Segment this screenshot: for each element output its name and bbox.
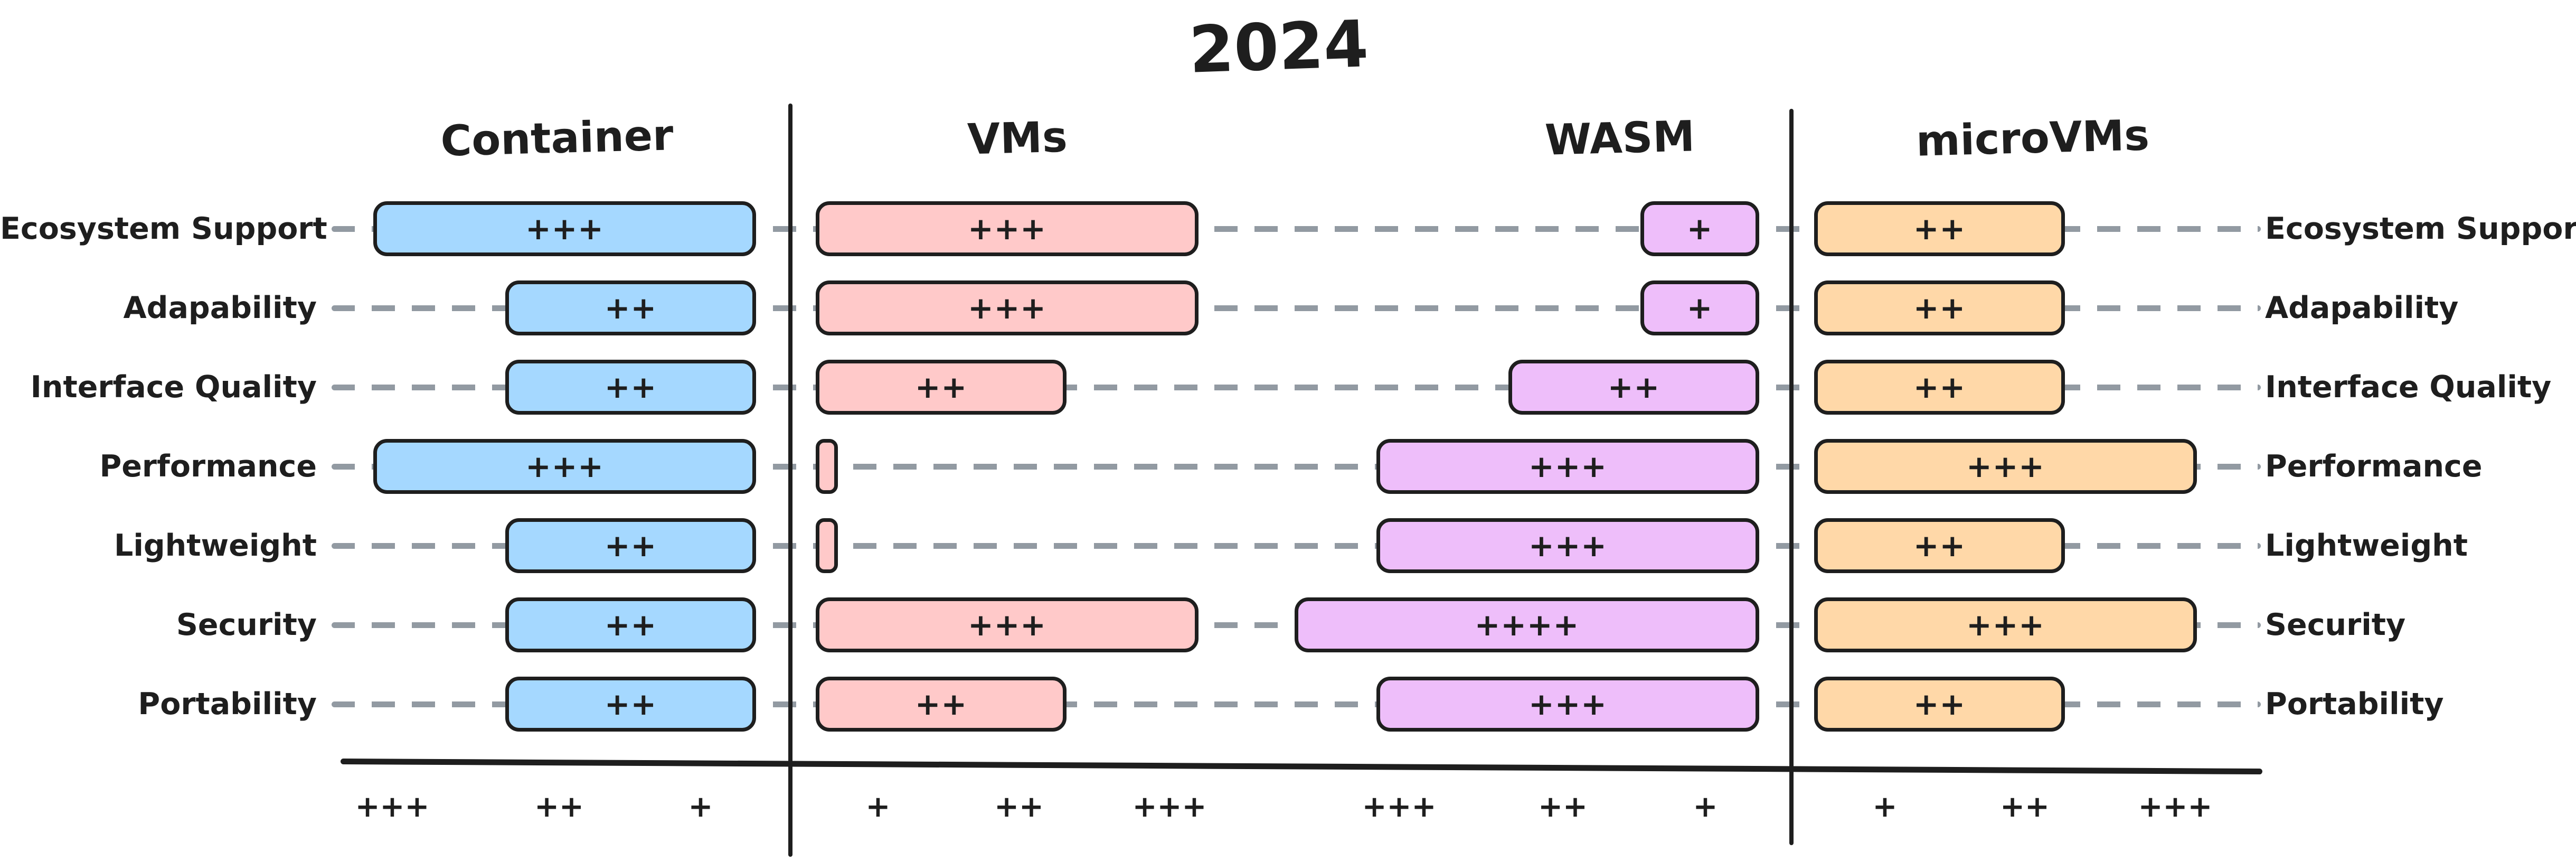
row-guide-line-interface-quality — [332, 385, 2261, 390]
bar-vms-adapability: +++ — [816, 280, 1199, 335]
bar-wasm-interface-quality: ++ — [1508, 360, 1759, 415]
axis-tick-microvms-1: + — [1872, 790, 1898, 824]
row-label-right-performance: Performance — [2265, 449, 2483, 484]
bar-microvms-ecosystem-support: ++ — [1814, 201, 2065, 256]
row-label-right-security: Security — [2265, 607, 2406, 642]
row-guide-line-portability — [332, 701, 2261, 707]
row-guide-line-performance — [332, 464, 2261, 470]
bar-vms-portability: ++ — [816, 677, 1067, 732]
bar-container-portability: ++ — [505, 677, 756, 732]
column-divider-left — [788, 104, 792, 857]
row-label-left-security: Security — [176, 607, 317, 642]
bar-wasm-lightweight: +++ — [1376, 518, 1759, 573]
bar-container-security: ++ — [505, 597, 756, 652]
chart-title: 2024 — [1187, 6, 1370, 88]
bar-vms-performance — [816, 439, 838, 494]
row-label-left-lightweight: Lightweight — [114, 528, 317, 563]
bar-wasm-security: ++++ — [1295, 597, 1759, 652]
row-label-left-adapability: Adapability — [123, 291, 317, 325]
bottom-axis-line — [340, 759, 2262, 775]
bar-container-adapability: ++ — [505, 280, 756, 335]
row-label-right-lightweight: Lightweight — [2265, 528, 2468, 563]
bar-container-ecosystem-support: +++ — [373, 201, 756, 256]
bar-microvms-portability: ++ — [1814, 677, 2065, 732]
bar-vms-interface-quality: ++ — [816, 360, 1067, 415]
bar-vms-ecosystem-support: +++ — [816, 201, 1199, 256]
bar-microvms-lightweight: ++ — [1814, 518, 2065, 573]
bar-container-interface-quality: ++ — [505, 360, 756, 415]
axis-tick-wasm-1: +++ — [1362, 790, 1437, 824]
row-label-left-performance: Performance — [99, 449, 317, 484]
axis-tick-container-2: ++ — [534, 790, 584, 824]
row-label-right-adapability: Adapability — [2265, 291, 2459, 325]
axis-tick-wasm-2: ++ — [1538, 790, 1588, 824]
row-label-left-interface-quality: Interface Quality — [30, 370, 317, 405]
axis-tick-microvms-2: ++ — [2000, 790, 2050, 824]
axis-tick-vms-1: + — [865, 790, 891, 824]
row-label-right-ecosystem-support: Ecosystem Support — [2265, 211, 2576, 246]
row-guide-line-ecosystem-support — [332, 226, 2261, 232]
row-label-right-interface-quality: Interface Quality — [2265, 370, 2552, 405]
bar-wasm-performance: +++ — [1376, 439, 1759, 494]
bar-vms-lightweight — [816, 518, 838, 573]
column-header-vms: VMs — [967, 112, 1068, 164]
bar-container-performance: +++ — [373, 439, 756, 494]
bar-container-lightweight: ++ — [505, 518, 756, 573]
column-divider-right — [1789, 109, 1794, 845]
axis-tick-microvms-3: +++ — [2138, 790, 2213, 824]
axis-tick-vms-3: +++ — [1132, 790, 1207, 824]
axis-tick-container-1: +++ — [355, 790, 430, 824]
axis-tick-wasm-3: + — [1693, 790, 1718, 824]
row-label-left-portability: Portability — [138, 687, 317, 722]
row-label-right-portability: Portability — [2265, 687, 2444, 722]
bar-wasm-ecosystem-support: + — [1640, 201, 1759, 256]
column-header-microvms: microVMs — [1915, 110, 2150, 166]
bar-microvms-security: +++ — [1814, 597, 2197, 652]
bar-wasm-portability: +++ — [1376, 677, 1759, 732]
bar-microvms-performance: +++ — [1814, 439, 2197, 494]
column-header-container: Container — [440, 110, 674, 166]
column-header-wasm: WASM — [1544, 111, 1696, 165]
row-guide-line-adapability — [332, 305, 2261, 311]
bar-wasm-adapability: + — [1640, 280, 1759, 335]
bar-microvms-interface-quality: ++ — [1814, 360, 2065, 415]
row-guide-line-lightweight — [332, 543, 2261, 549]
row-label-left-ecosystem-support: Ecosystem Support — [0, 211, 327, 246]
axis-tick-vms-2: ++ — [994, 790, 1044, 824]
bar-microvms-adapability: ++ — [1814, 280, 2065, 335]
bar-vms-security: +++ — [816, 597, 1199, 652]
axis-tick-container-3: + — [688, 790, 713, 824]
